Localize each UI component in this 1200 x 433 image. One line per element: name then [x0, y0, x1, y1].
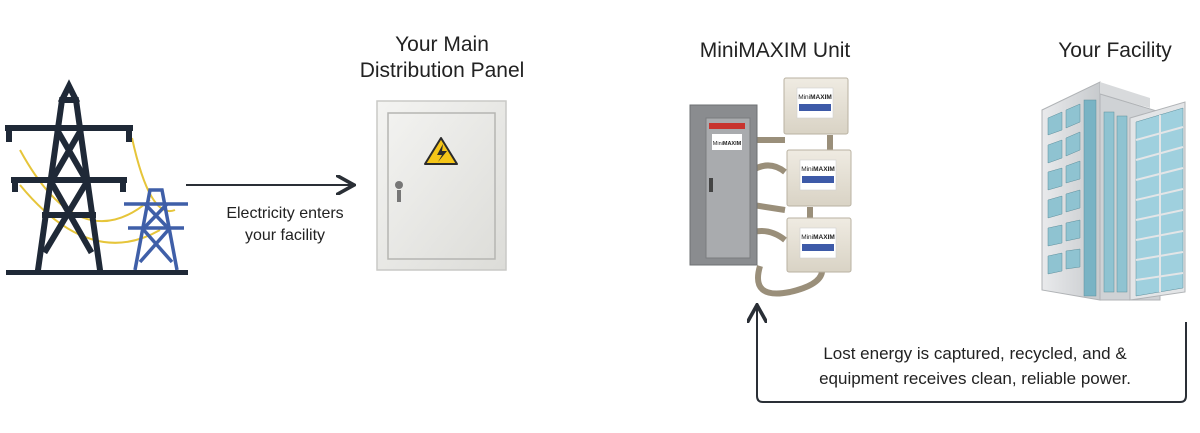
- panel-title-line1: Your Main: [395, 33, 489, 56]
- unit-badge-2: MiniMAXIM: [801, 166, 835, 173]
- feedback-line1: Lost energy is captured, recycled, and &: [823, 344, 1127, 363]
- panel-title-line2: Distribution Panel: [359, 59, 525, 82]
- building-icon: [1041, 81, 1186, 301]
- unit-badge-3: MiniMAXIM: [801, 234, 835, 241]
- feedback-line2: equipment receives clean, reliable power…: [819, 369, 1131, 388]
- unit-badge-1: MiniMAXIM: [798, 94, 832, 101]
- lock-icon: [395, 181, 403, 202]
- unit-title: MiniMAXIM Unit: [699, 39, 851, 62]
- electricity-enters-label: Electricity enters your facility: [190, 203, 380, 247]
- facility-title: Your Facility: [1058, 39, 1172, 62]
- feedback-arrow: [757, 307, 1187, 403]
- enters-line2: your facility: [244, 227, 326, 244]
- hazard-icon: [424, 137, 458, 165]
- feedback-label: Lost energy is captured, recycled, and &…: [770, 341, 1180, 391]
- distribution-panel-icon: [376, 100, 507, 271]
- panel-badge: MiniMAXIM: [713, 141, 742, 147]
- minimaxim-unit-icon: [689, 77, 852, 297]
- power-tower-icon: [5, 79, 188, 275]
- enters-line1: Electricity enters: [226, 205, 344, 222]
- panel-title: Your Main Distribution Panel: [330, 32, 554, 84]
